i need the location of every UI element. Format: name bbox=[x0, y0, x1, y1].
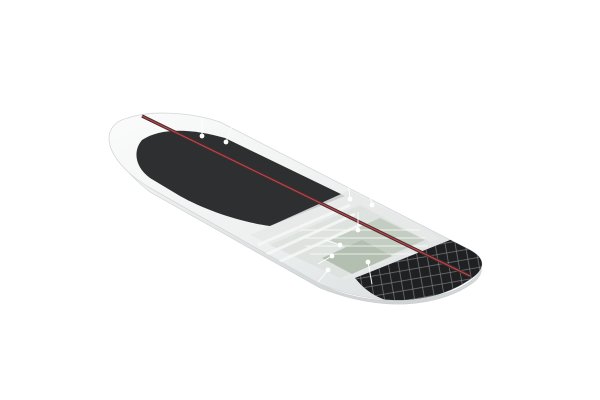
callout-dot bbox=[337, 242, 343, 248]
callout-markers bbox=[199, 118, 375, 285]
callout-dot bbox=[355, 227, 361, 233]
tail-pad-grid bbox=[355, 238, 482, 301]
front-deck-pad bbox=[136, 130, 345, 226]
callout-dot bbox=[199, 133, 205, 139]
callout-dot bbox=[325, 267, 331, 273]
center-stringer-inner bbox=[141, 115, 471, 277]
callout-dot bbox=[369, 202, 375, 208]
callout-dot bbox=[223, 139, 229, 145]
callout-dot bbox=[329, 253, 335, 259]
callout-dot bbox=[365, 259, 371, 265]
callout-dot bbox=[347, 196, 353, 202]
inner-core-block-2 bbox=[322, 240, 392, 274]
